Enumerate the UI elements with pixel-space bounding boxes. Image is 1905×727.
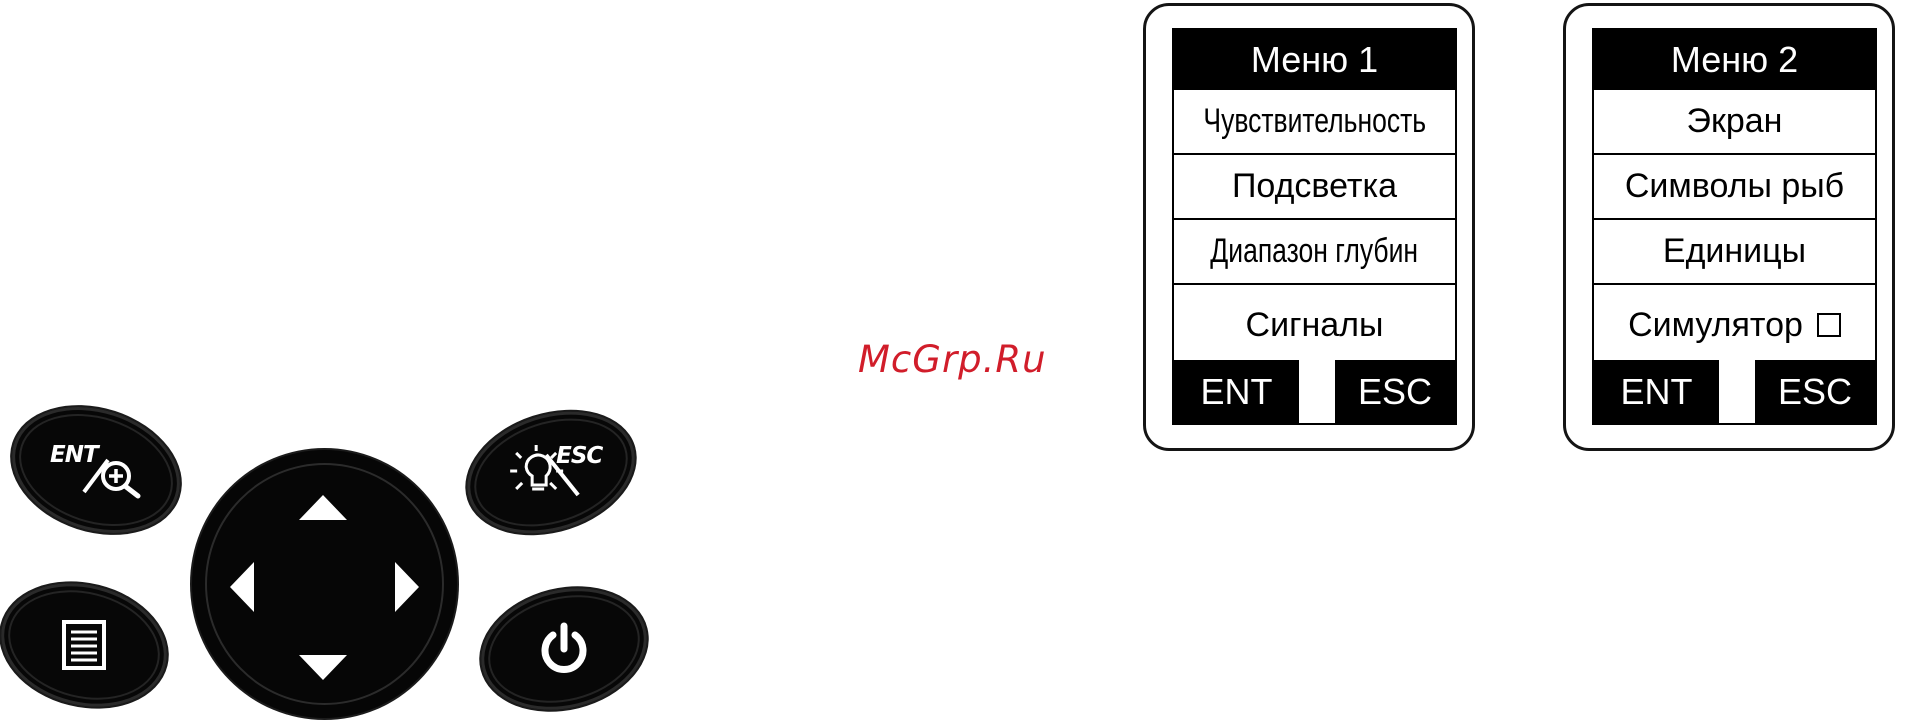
menu-2-softkeys: ENT ESC xyxy=(1594,360,1875,423)
device-keypad: ENT xyxy=(0,395,660,719)
power-icon xyxy=(538,621,590,677)
menu-2-ent-softkey[interactable]: ENT xyxy=(1594,360,1719,423)
arrow-down-icon[interactable] xyxy=(299,655,347,680)
menu-button[interactable] xyxy=(0,566,180,723)
esc-button-label: ESC xyxy=(556,443,602,469)
menu-1-ent-softkey[interactable]: ENT xyxy=(1174,360,1299,423)
dpad xyxy=(192,450,457,718)
menu-1-item-backlight[interactable]: Подсветка xyxy=(1174,155,1455,220)
menu-2-item-fish-symbols[interactable]: Символы рыб xyxy=(1594,155,1875,220)
ent-glyph: ENT xyxy=(36,430,156,510)
menu-item-label: Экран xyxy=(1687,102,1783,141)
arrow-up-icon[interactable] xyxy=(299,495,347,520)
menu-2-item-simulator[interactable]: Симулятор xyxy=(1594,285,1875,365)
menu-item-label: Подсветка xyxy=(1232,167,1397,206)
menu-1-esc-softkey[interactable]: ESC xyxy=(1335,360,1455,423)
menu-1-item-sensitivity[interactable]: Чувствительность xyxy=(1174,90,1455,155)
menu-1-screen: Меню 1 Чувствительность Подсветка Диапаз… xyxy=(1172,28,1457,425)
menu-item-label: Символы рыб xyxy=(1625,167,1844,206)
arrow-right-icon[interactable] xyxy=(395,562,419,612)
menu-2-item-screen[interactable]: Экран xyxy=(1594,90,1875,155)
menu-list-icon xyxy=(61,619,107,671)
watermark: McGrp.Ru xyxy=(858,338,1047,381)
zoom-in-icon xyxy=(36,430,156,510)
menu-1-title: Меню 1 xyxy=(1174,30,1455,90)
menu-1-softkeys: ENT ESC xyxy=(1174,360,1455,423)
esc-backlight-button[interactable]: ESC xyxy=(451,391,650,554)
menu-1-item-signals[interactable]: Сигналы xyxy=(1174,285,1455,365)
simulator-checkbox[interactable] xyxy=(1817,313,1841,337)
arrow-left-icon[interactable] xyxy=(230,562,254,612)
menu-item-label: Сигналы xyxy=(1246,306,1384,345)
menu-1-device: Меню 1 Чувствительность Подсветка Диапаз… xyxy=(1143,3,1475,451)
menu-item-label: Диапазон глубин xyxy=(1211,232,1419,271)
power-button[interactable] xyxy=(468,571,660,726)
menu-2-item-units[interactable]: Единицы xyxy=(1594,220,1875,285)
menu-1-item-depth-range[interactable]: Диапазон глубин xyxy=(1174,220,1455,285)
esc-glyph: ESC xyxy=(486,433,616,513)
menu-2-screen: Меню 2 Экран Символы рыб Единицы Симулят… xyxy=(1592,28,1877,425)
ent-zoom-button[interactable]: ENT xyxy=(0,386,196,553)
menu-2-device: Меню 2 Экран Символы рыб Единицы Симулят… xyxy=(1563,3,1895,451)
menu-2-esc-softkey[interactable]: ESC xyxy=(1755,360,1875,423)
menu-item-label: Единицы xyxy=(1663,232,1806,271)
menu-item-label: Симулятор xyxy=(1628,306,1803,345)
menu-2-title: Меню 2 xyxy=(1594,30,1875,90)
menu-item-label: Чувствительность xyxy=(1203,102,1426,141)
